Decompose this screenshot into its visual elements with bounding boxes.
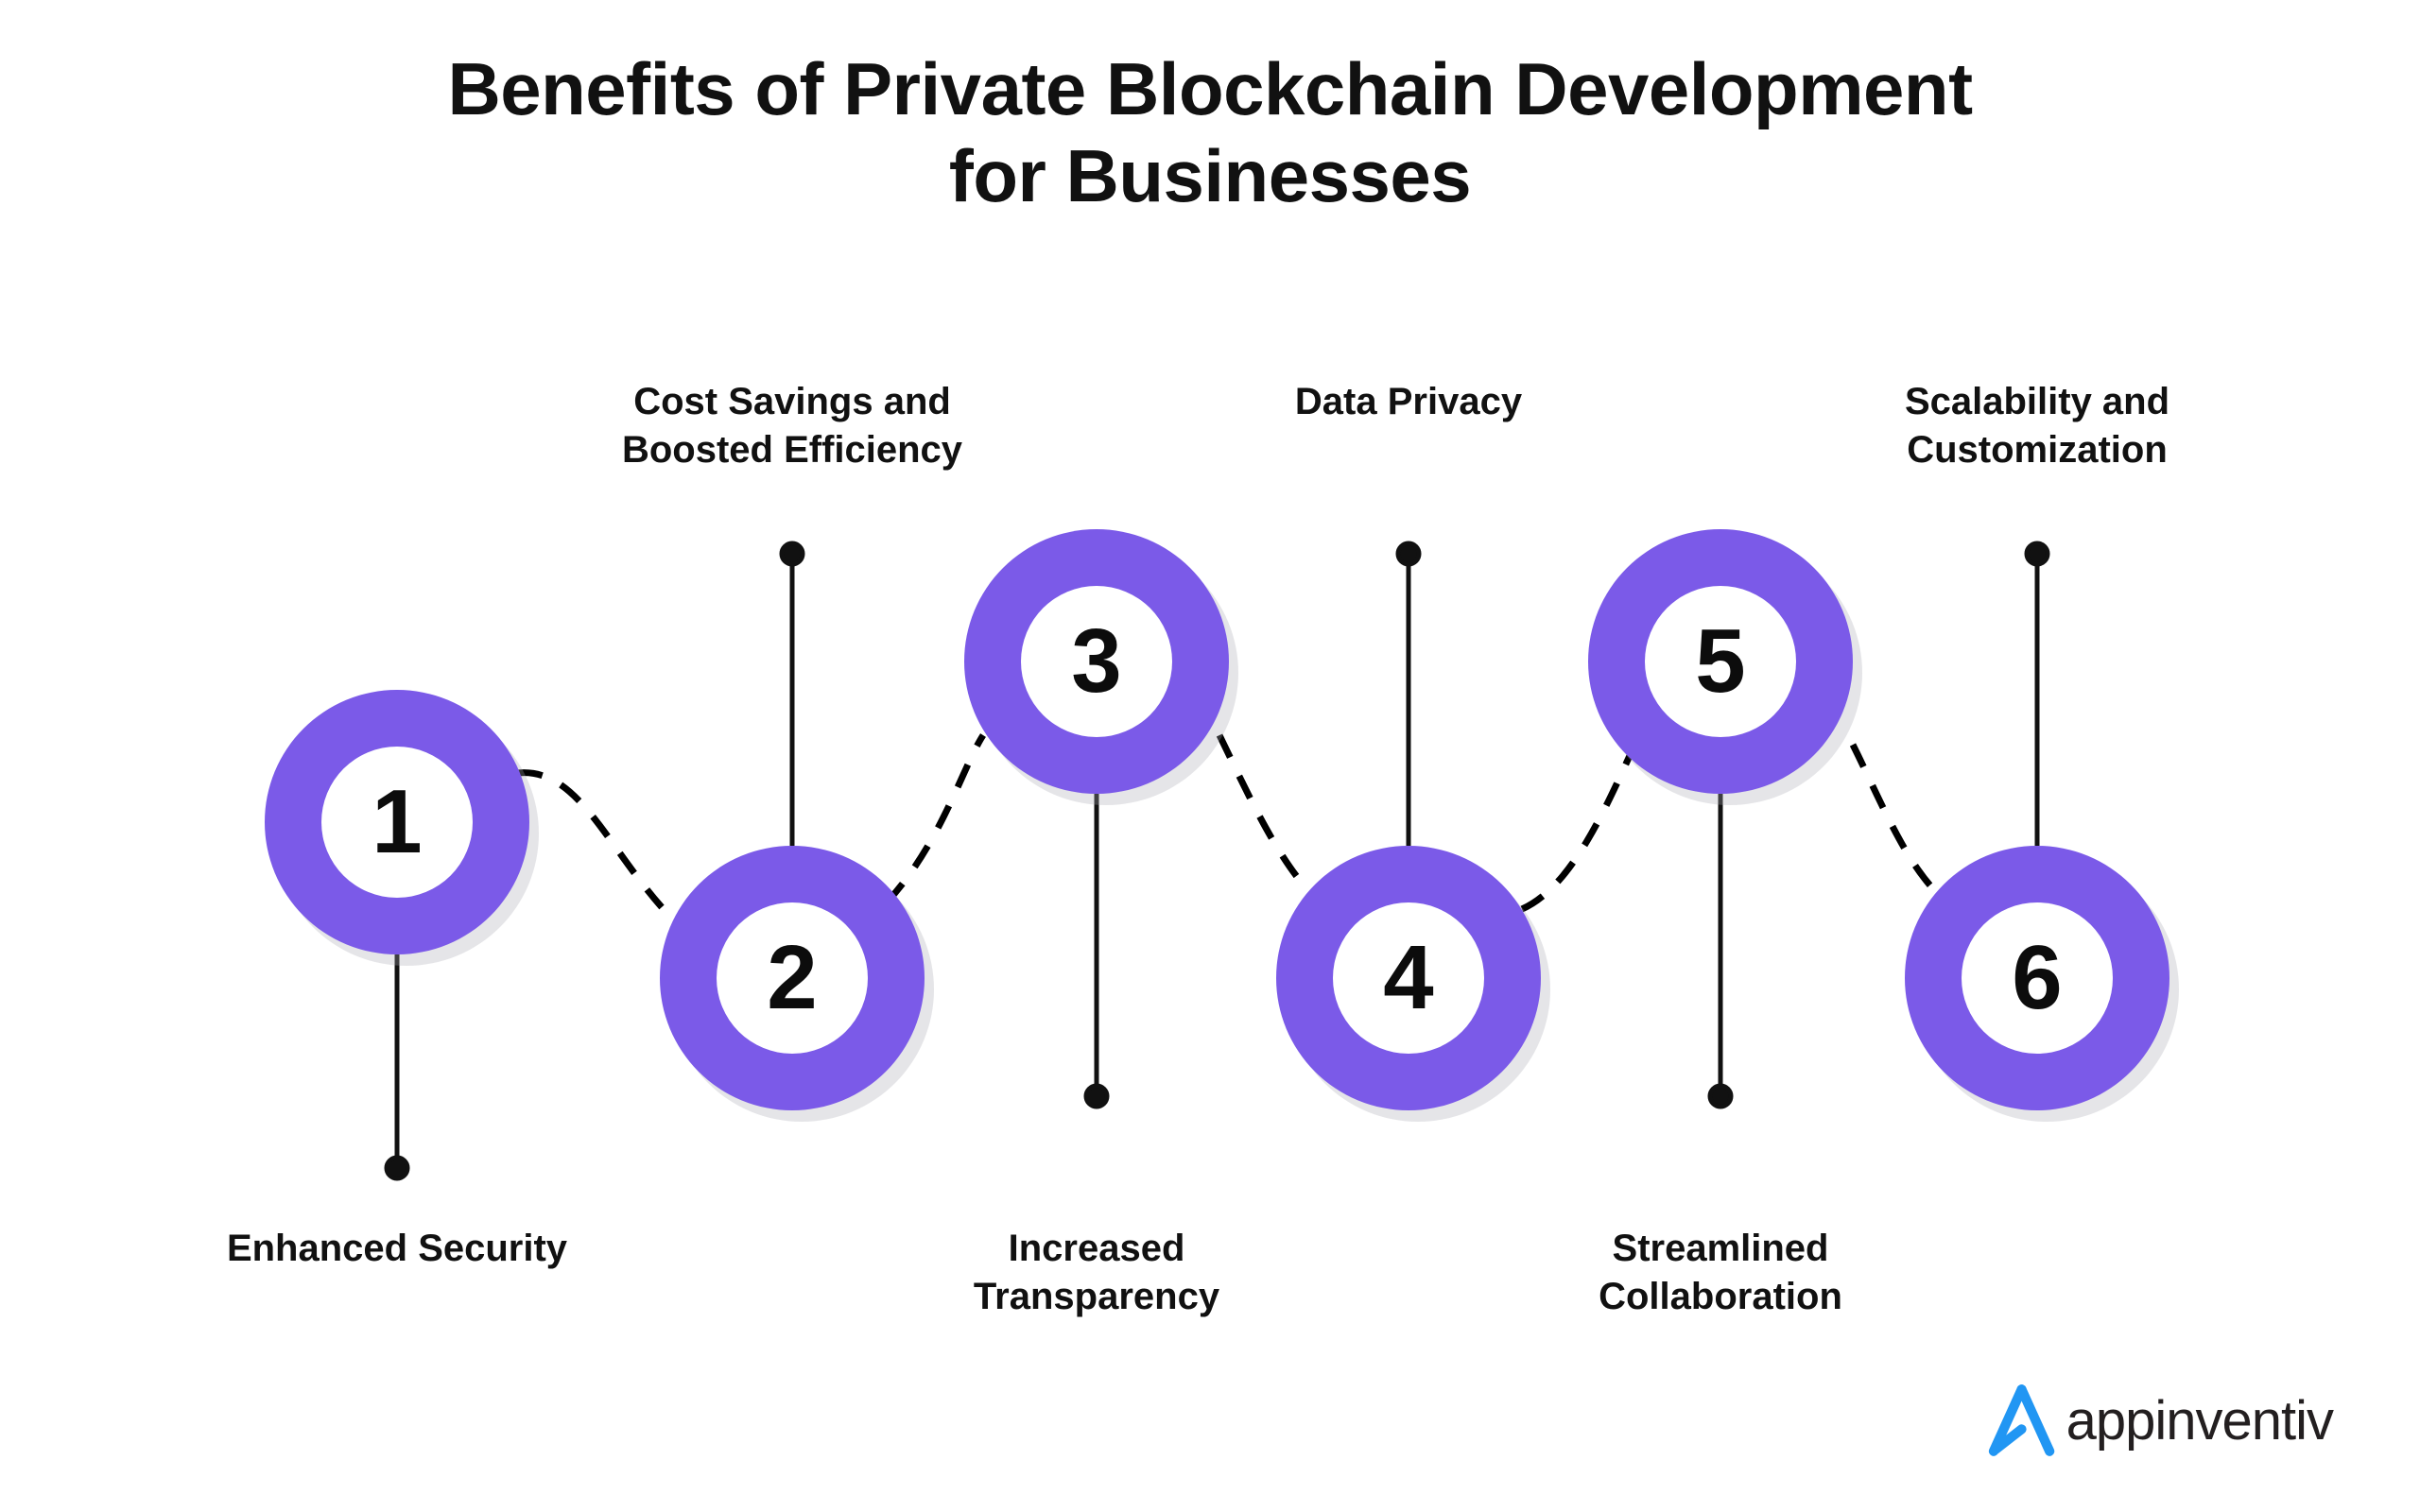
- step-node-2[interactable]: 2: [660, 846, 925, 1110]
- leader-dot-3: [1083, 1083, 1110, 1109]
- step-node-6-inner: 6: [1962, 902, 2113, 1054]
- dashed-link-4-5: [1520, 737, 1641, 913]
- page-title: Benefits of Private Blockchain Developme…: [0, 45, 2420, 219]
- step-node-1-inner: 1: [321, 747, 473, 898]
- step-label-4-line-1: Data Privacy: [1294, 381, 1523, 422]
- step-label-1-line-1: Enhanced Security: [226, 1228, 568, 1269]
- leader-dot-5: [1707, 1083, 1734, 1109]
- step-number-2: 2: [767, 927, 818, 1028]
- appinventiv-logo[interactable]: appinventiv: [1983, 1383, 2334, 1457]
- step-node-5[interactable]: 5: [1588, 529, 1853, 794]
- step-label-3-line-2: Transparency: [973, 1276, 1220, 1318]
- step-node-1[interactable]: 1: [265, 690, 529, 954]
- step-number-1: 1: [372, 771, 423, 872]
- dashed-link-2-3: [884, 733, 986, 905]
- step-node-6[interactable]: 6: [1905, 846, 2169, 1110]
- step-label-5: Streamlined Collaboration: [1484, 1225, 1957, 1321]
- step-label-6-line-1: Scalability and: [1904, 381, 2170, 422]
- step-label-2-line-1: Cost Savings and: [633, 381, 951, 422]
- step-number-6: 6: [2012, 927, 2063, 1028]
- step-label-6: Scalability and Customization: [1801, 378, 2273, 474]
- leader-dot-4: [1395, 541, 1422, 567]
- a-chevron-icon: [1988, 1384, 2054, 1456]
- step-number-3: 3: [1071, 610, 1122, 712]
- page-title-line-1: Benefits of Private Blockchain Developme…: [447, 47, 1973, 130]
- step-label-6-line-2: Customization: [1907, 429, 2168, 472]
- step-number-5: 5: [1695, 610, 1746, 712]
- leader-dot-2: [779, 541, 805, 567]
- leader-dot-6: [2024, 541, 2050, 567]
- step-label-2-line-2: Boosted Efficiency: [621, 429, 963, 472]
- step-node-4-inner: 4: [1333, 902, 1484, 1054]
- step-node-3-inner: 3: [1021, 586, 1172, 737]
- page-title-line-2: for Businesses: [948, 134, 1472, 218]
- appinventiv-wordmark: appinventiv: [2066, 1389, 2334, 1452]
- step-label-4: Data Privacy: [1172, 378, 1645, 426]
- step-label-3: Increased Transparency: [860, 1225, 1333, 1321]
- step-label-5-line-1: Streamlined: [1612, 1228, 1829, 1269]
- step-label-2: Cost Savings and Boosted Efficiency: [556, 378, 1028, 474]
- step-label-3-line-1: Increased: [1008, 1228, 1185, 1269]
- step-node-3[interactable]: 3: [964, 529, 1229, 794]
- step-node-5-inner: 5: [1645, 586, 1796, 737]
- step-label-5-line-2: Collaboration: [1599, 1276, 1842, 1318]
- step-label-1: Enhanced Security: [161, 1225, 633, 1273]
- step-node-2-inner: 2: [717, 902, 868, 1054]
- step-node-4[interactable]: 4: [1276, 846, 1541, 1110]
- dashed-link-1-2: [517, 769, 665, 910]
- step-number-4: 4: [1383, 927, 1434, 1028]
- leader-dot-1: [384, 1155, 410, 1181]
